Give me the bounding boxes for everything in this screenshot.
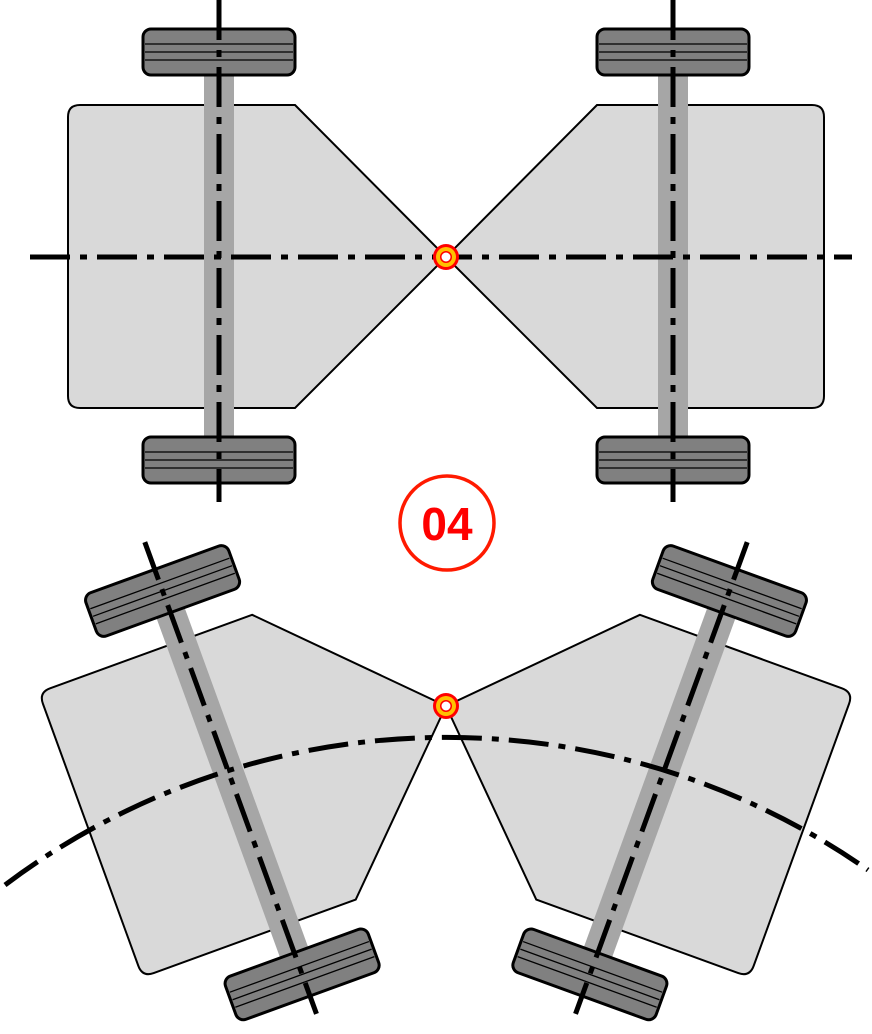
turning-arc bbox=[3, 734, 870, 887]
top-left-vehicle bbox=[68, 0, 446, 502]
top-right-vehicle bbox=[446, 0, 824, 502]
step-label: 04 bbox=[421, 498, 473, 550]
bottom-hitch-icon bbox=[433, 693, 459, 719]
top-hitch-icon bbox=[433, 244, 459, 270]
step-label-badge: 04 bbox=[398, 474, 496, 572]
